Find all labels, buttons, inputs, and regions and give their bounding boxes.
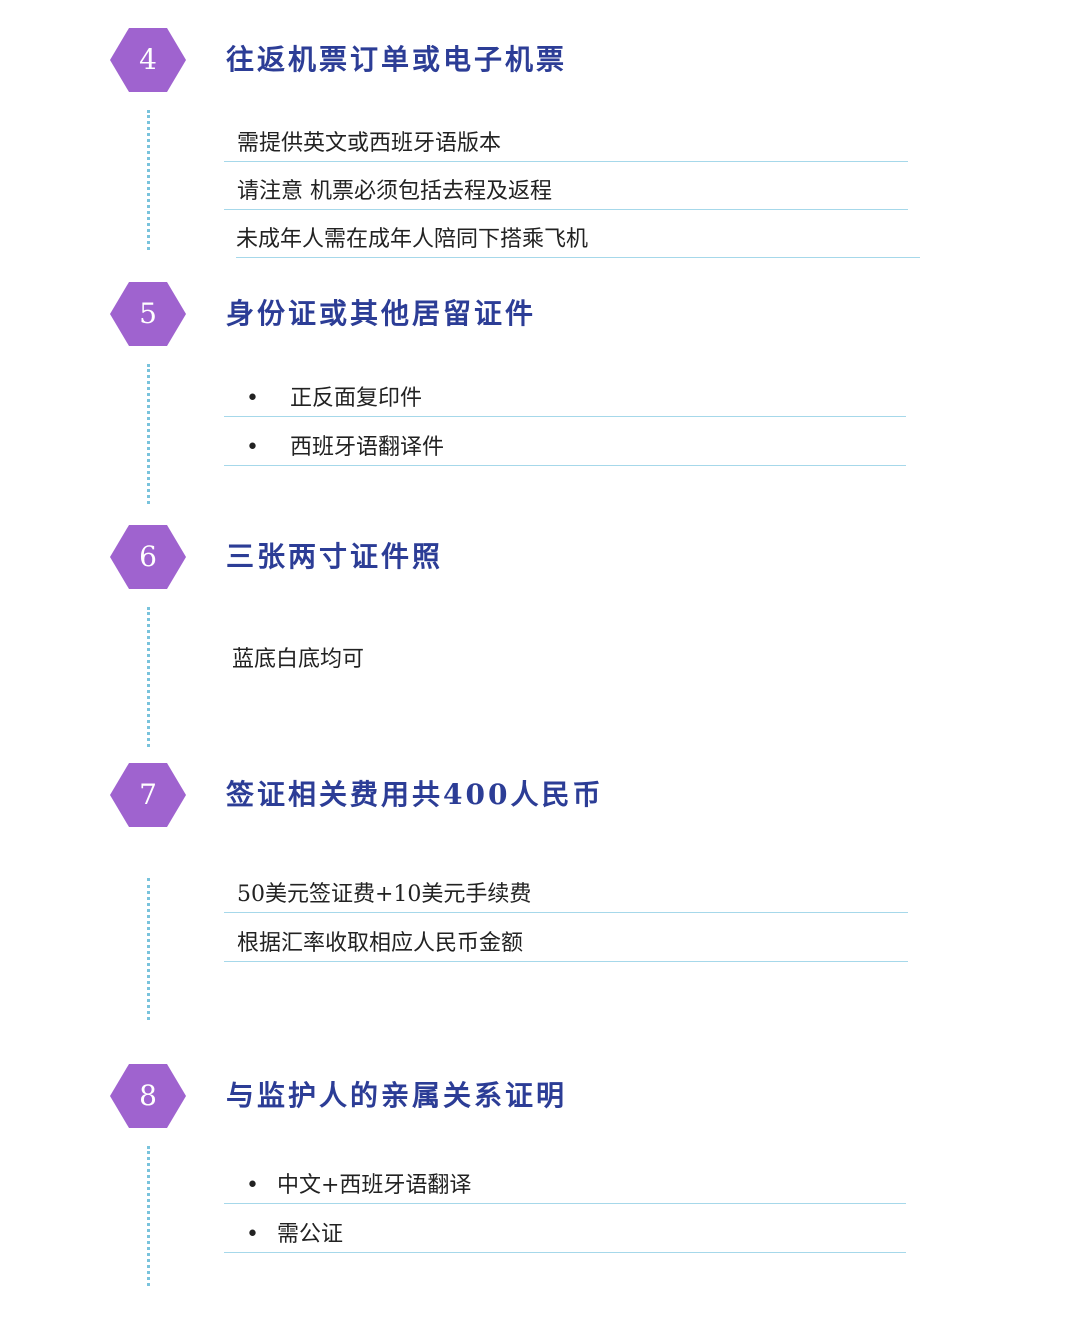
list-item: 蓝底白底均可 bbox=[232, 647, 365, 672]
list-item: • 需公证 bbox=[224, 1217, 906, 1253]
bullet: • bbox=[246, 386, 259, 411]
list-item: • 正反面复印件 bbox=[224, 381, 906, 417]
step-number-badge: 8 bbox=[110, 1064, 186, 1128]
timeline-connector bbox=[147, 1146, 150, 1286]
bullet: • bbox=[246, 1173, 259, 1198]
list-item: 根据汇率收取相应人民币金额 bbox=[224, 926, 908, 962]
step-number-badge: 5 bbox=[110, 282, 186, 346]
list-item-text: 中文+西班牙语翻译 bbox=[277, 1173, 472, 1198]
timeline-connector bbox=[147, 364, 150, 504]
list-item-text: 正反面复印件 bbox=[290, 386, 423, 411]
list-item: • 中文+西班牙语翻译 bbox=[224, 1168, 906, 1204]
list-item: 需提供英文或西班牙语版本 bbox=[224, 126, 908, 162]
timeline-connector bbox=[147, 110, 150, 250]
step-number-badge: 6 bbox=[110, 525, 186, 589]
list-item: 未成年人需在成年人陪同下搭乘飞机 bbox=[236, 222, 920, 258]
list-item: 50美元签证费+10美元手续费 bbox=[224, 877, 908, 913]
list-item: • 西班牙语翻译件 bbox=[224, 430, 906, 466]
list-item: 请注意 机票必须包括去程及返程 bbox=[224, 174, 908, 210]
section-title: 往返机票订单或电子机票 bbox=[226, 43, 568, 76]
list-item-text: 需公证 bbox=[277, 1222, 344, 1247]
step-number-badge: 4 bbox=[110, 28, 186, 92]
section-title: 身份证或其他居留证件 bbox=[226, 297, 537, 330]
list-item-text: 西班牙语翻译件 bbox=[290, 435, 445, 460]
section-title: 与监护人的亲属关系证明 bbox=[226, 1079, 568, 1112]
section-title: 签证相关费用共400人民币 bbox=[226, 778, 604, 811]
timeline-connector bbox=[147, 878, 150, 1020]
bullet: • bbox=[246, 435, 259, 460]
step-number-badge: 7 bbox=[110, 763, 186, 827]
bullet: • bbox=[246, 1222, 259, 1247]
timeline-connector bbox=[147, 607, 150, 747]
section-title: 三张两寸证件照 bbox=[226, 540, 444, 573]
